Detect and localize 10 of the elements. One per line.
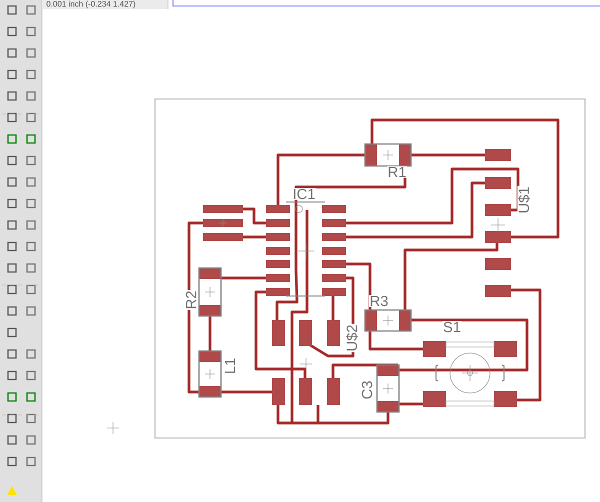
coordinate-field: 0.001 inch (-0.234 1.427) xyxy=(43,0,168,10)
component-label: S1 xyxy=(442,321,462,333)
component-label: L1 xyxy=(224,357,236,375)
component-label: R3 xyxy=(368,295,390,307)
component-label: U$2 xyxy=(345,324,359,352)
component-label: R1 xyxy=(386,166,408,178)
component-label: IC1 xyxy=(292,188,316,200)
component-label: R2 xyxy=(185,290,197,310)
component-label: U$1 xyxy=(517,186,531,214)
component-label: C3 xyxy=(361,380,373,400)
